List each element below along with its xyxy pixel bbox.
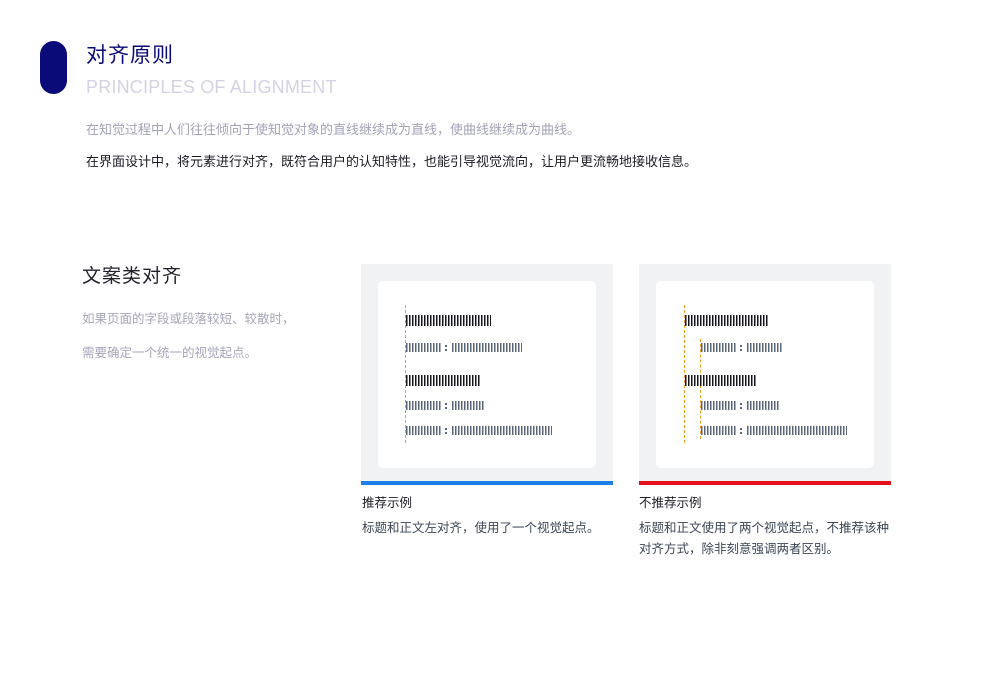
intro-text-design: 在界面设计中，将元素进行对齐，既符合用户的认知特性，也能引导视觉流向，让用户更流…: [86, 155, 698, 170]
placeholder-colon: [740, 403, 742, 409]
placeholder-colon: [445, 428, 447, 434]
recommended-description: 标题和正文左对齐，使用了一个视觉起点。: [362, 520, 600, 535]
section-description-line: 如果页面的字段或段落较短、较散时，: [82, 311, 295, 326]
placeholder-colon: [445, 345, 447, 351]
placeholder-heading: [406, 315, 491, 326]
placeholder-label: [701, 426, 737, 435]
section-description: 如果页面的字段或段落较短、较散时， 需要确定一个统一的视觉起点。: [82, 302, 342, 370]
placeholder-label: [406, 343, 442, 352]
placeholder-value: [452, 343, 522, 352]
not-recommended-example-panel: [639, 264, 891, 482]
placeholder-colon: [445, 403, 447, 409]
placeholder-colon: [740, 428, 742, 434]
placeholder-heading: [685, 375, 757, 386]
recommended-example-panel: [361, 264, 613, 482]
example-card: [378, 281, 596, 468]
not-recommended-description: 标题和正文使用了两个视觉起点，不推荐该种对齐方式，除非刻意强调两者区别。: [639, 520, 890, 556]
placeholder-label: [701, 343, 737, 352]
placeholder-label: [701, 401, 737, 410]
recommended-underline: [361, 481, 613, 485]
placeholder-label: [406, 426, 442, 435]
section-title: 文案类对齐: [82, 265, 183, 287]
placeholder-value: [747, 401, 780, 410]
placeholder-value: [452, 401, 485, 410]
placeholder-value: [747, 343, 783, 352]
page-subtitle-en: PRINCIPLES OF ALIGNMENT: [86, 77, 337, 97]
placeholder-label: [406, 401, 442, 410]
page-title: 对齐原则: [86, 43, 174, 67]
alignment-guide-line: [405, 305, 406, 443]
placeholder-heading: [406, 375, 480, 386]
example-card: [656, 281, 874, 468]
placeholder-value: [747, 426, 847, 435]
placeholder-colon: [740, 345, 742, 351]
not-recommended-underline: [639, 481, 891, 485]
placeholder-heading: [685, 315, 769, 326]
intro-text-perception: 在知觉过程中人们往往倾向于使知觉对象的直线继续成为直线，使曲线继续成为曲线。: [86, 123, 581, 138]
placeholder-value: [452, 426, 552, 435]
alignment-guide-line-secondary: [700, 339, 701, 439]
section-description-line: 需要确定一个统一的视觉起点。: [82, 345, 258, 360]
alignment-guide-line: [684, 305, 685, 443]
header-accent-pill: [40, 41, 67, 94]
not-recommended-title: 不推荐示例: [639, 495, 702, 510]
recommended-title: 推荐示例: [362, 495, 413, 510]
